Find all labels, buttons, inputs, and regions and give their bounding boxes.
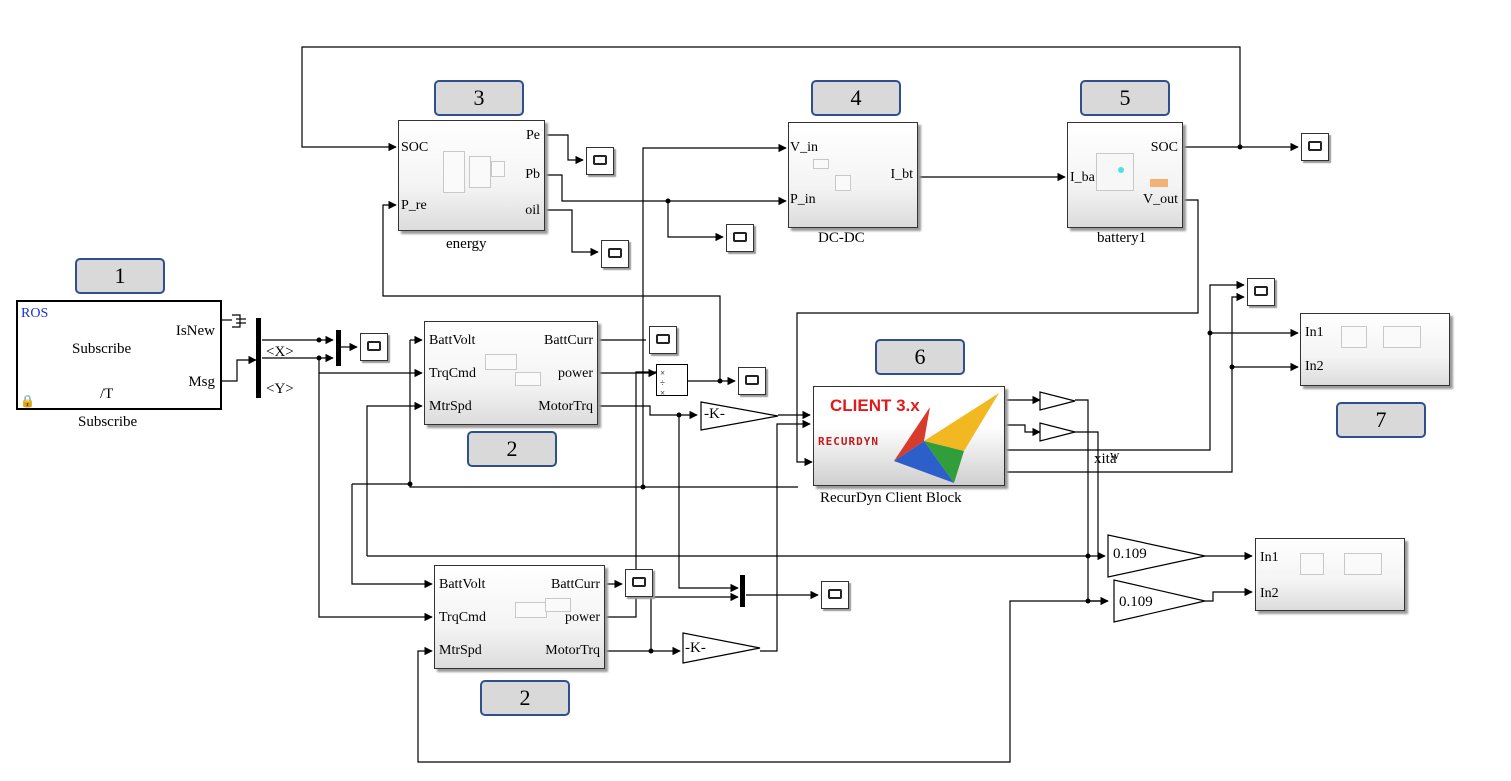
port-msg: Msg (188, 374, 215, 390)
callout-7: 7 (1336, 402, 1426, 438)
port-battcurr: BattCurr (544, 333, 593, 348)
port-trqcmd-2: TrqCmd (439, 610, 486, 625)
bus-x-label: <X> (266, 344, 294, 360)
ros-label: ROS (21, 306, 49, 321)
port-pe: Pe (526, 128, 540, 143)
port-motortrq-2: MotorTrq (545, 643, 600, 658)
mux-block-2[interactable] (740, 575, 745, 607)
port-in1: In1 (1305, 325, 1324, 340)
subscribe-caption: Subscribe (78, 414, 138, 430)
battery-caption: battery1 (1097, 230, 1147, 246)
port-mtrspd: MtrSpd (429, 399, 472, 414)
callout-5: 5 (1080, 80, 1170, 116)
scope-pe[interactable] (586, 147, 614, 175)
port-power: power (558, 366, 593, 381)
scope-1[interactable] (360, 333, 388, 361)
subscribe-center-label: Subscribe (72, 341, 132, 357)
port-battcurr-2: BattCurr (551, 577, 600, 592)
port-isnew: IsNew (175, 323, 215, 339)
motor-block-1[interactable]: BattVolt TrqCmd MtrSpd BattCurr power Mo… (424, 321, 598, 425)
scope-soc[interactable] (1301, 133, 1329, 161)
port-soc-in: SOC (401, 140, 429, 155)
port-in2: In2 (1305, 359, 1324, 374)
scope-battcurr-1[interactable] (649, 326, 677, 354)
bus-selector[interactable] (256, 318, 261, 398)
gain-2-label: -K- (685, 640, 706, 656)
callout-2a: 2 (467, 431, 557, 467)
port-battvolt-2: BattVolt (439, 577, 486, 592)
port-in2-b: In2 (1260, 586, 1279, 601)
ros-subscribe-block[interactable]: ROS Subscribe /T IsNew Msg 🔒 (16, 300, 222, 410)
port-p-in: P_in (790, 192, 816, 207)
port-battvolt: BattVolt (429, 333, 476, 348)
port-v-in: V_in (790, 140, 818, 155)
recurdyn-caption: RecurDyn Client Block (820, 490, 962, 506)
recurdyn-client-block[interactable]: CLIENT 3.x RECURDYN (813, 386, 1005, 486)
port-pb: Pb (525, 167, 540, 182)
subsystem-7[interactable]: In1 In2 (1300, 313, 1450, 386)
product-block[interactable]: × ÷ × (656, 364, 688, 398)
energy-caption: energy (446, 236, 487, 252)
rd-gain-1-shape (1039, 391, 1076, 411)
port-power-2: power (565, 610, 600, 625)
port-soc-out: SOC (1150, 140, 1178, 155)
rd-banner: CLIENT 3.x (830, 396, 920, 415)
port-motortrq: MotorTrq (538, 399, 593, 414)
scope-rd-out[interactable] (1247, 278, 1275, 306)
topic-label: /T (100, 386, 114, 402)
callout-3: 3 (434, 80, 524, 116)
rd-gain-2-shape (1039, 422, 1076, 442)
mux-block-1[interactable] (336, 330, 341, 366)
port-i-bt: I_bt (890, 167, 913, 182)
subsystem-out[interactable]: In1 In2 (1255, 538, 1405, 611)
port-mtrspd-2: MtrSpd (439, 643, 482, 658)
callout-4: 4 (811, 80, 901, 116)
gain-1-label: -K- (704, 406, 725, 422)
gain-109-1-label: 0.109 (1113, 546, 1147, 562)
motor-block-2[interactable]: BattVolt TrqCmd MtrSpd BattCurr power Mo… (434, 565, 605, 669)
callout-2b: 2 (480, 680, 570, 716)
dcdc-block[interactable]: V_in P_in I_bt (788, 122, 918, 228)
scope-pb[interactable] (726, 224, 754, 252)
recurdyn-logo-icon (894, 393, 999, 483)
port-p-re: P_re (401, 198, 427, 213)
rd-out-label-w: w (1110, 447, 1120, 462)
bus-y-label: <Y> (266, 381, 294, 397)
callout-1: 1 (75, 258, 165, 294)
port-trqcmd: TrqCmd (429, 366, 476, 381)
battery-block[interactable]: I_ba SOC V_out (1067, 122, 1183, 228)
lock-icon: 🔒 (20, 394, 35, 408)
gain-109-2-label: 0.109 (1119, 594, 1153, 610)
port-in1-b: In1 (1260, 550, 1279, 565)
callout-6: 6 (875, 339, 965, 375)
scope-oil[interactable] (601, 240, 629, 268)
scope-power[interactable] (738, 367, 766, 395)
port-i-ba: I_ba (1070, 170, 1095, 185)
scope-motortrq[interactable] (821, 581, 849, 609)
rd-logo-text: RECURDYN (818, 435, 879, 448)
scope-battcurr-2[interactable] (625, 569, 653, 597)
port-oil: oil (525, 203, 540, 218)
terminator-icon (232, 314, 246, 328)
port-v-out: V_out (1143, 192, 1178, 207)
dcdc-caption: DC-DC (818, 230, 865, 246)
energy-block[interactable]: SOC P_re Pe Pb oil (398, 120, 545, 231)
rd-out-label-xita: xita (1094, 451, 1117, 467)
